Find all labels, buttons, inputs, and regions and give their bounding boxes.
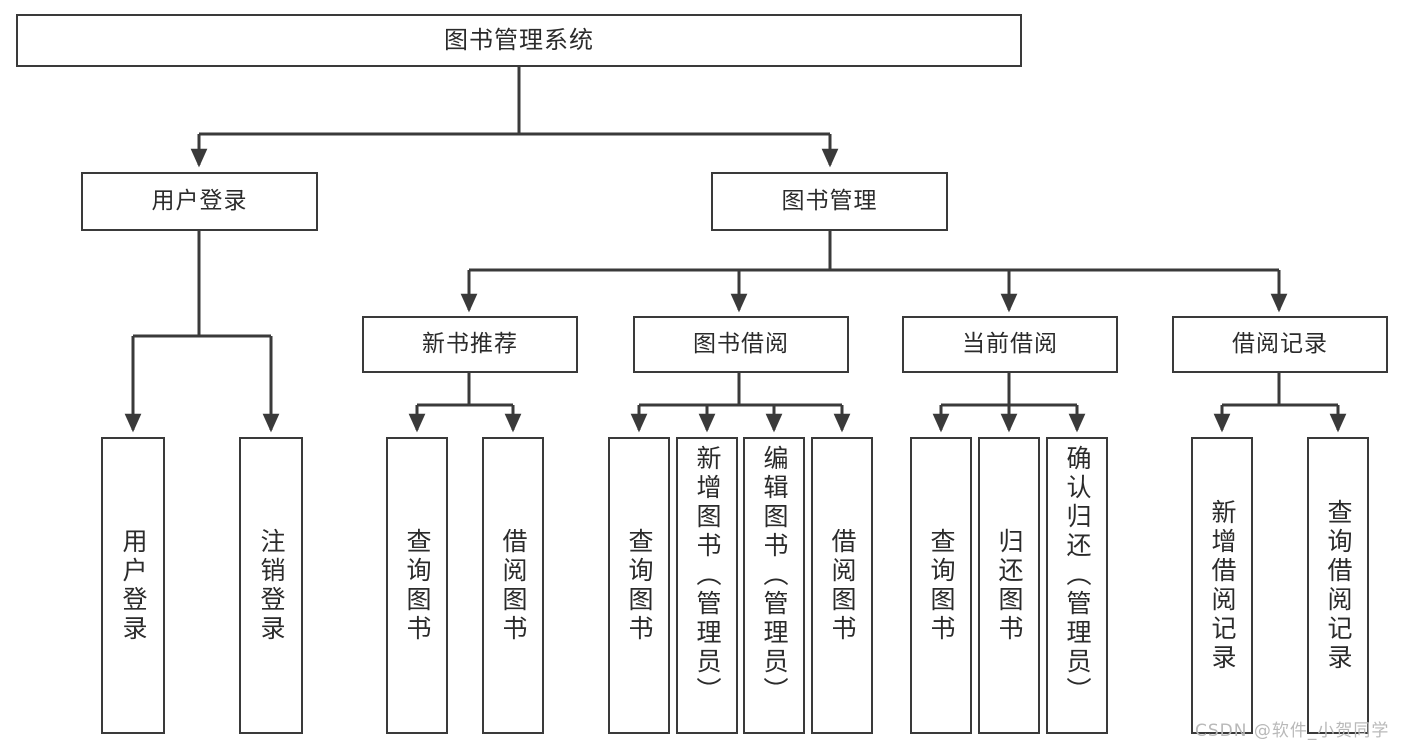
node-leaf-return-book-label: 归还图书 xyxy=(995,527,1024,644)
node-book-manage[interactable]: 图书管理 xyxy=(711,172,948,231)
node-new-book-rec-label: 新书推荐 xyxy=(422,330,518,357)
csdn-watermark: CSDN @软件_小贺同学 xyxy=(1195,721,1390,741)
node-new-book-rec[interactable]: 新书推荐 xyxy=(362,316,578,373)
node-leaf-query-book-3[interactable]: 查询图书 xyxy=(910,437,972,734)
node-leaf-logout-label: 注销登录 xyxy=(257,527,286,644)
node-leaf-query-book-2-label: 查询图书 xyxy=(625,527,654,644)
node-borrow-record[interactable]: 借阅记录 xyxy=(1172,316,1388,373)
node-leaf-borrow-book-1[interactable]: 借阅图书 xyxy=(482,437,544,734)
node-leaf-add-record-label: 新增借阅记录 xyxy=(1208,498,1237,673)
node-borrow-record-label: 借阅记录 xyxy=(1232,330,1328,357)
node-root[interactable]: 图书管理系统 xyxy=(16,14,1022,67)
node-leaf-edit-book-label: 编辑图书（管理员） xyxy=(760,445,789,706)
node-leaf-query-record[interactable]: 查询借阅记录 xyxy=(1307,437,1369,734)
node-book-borrow-label: 图书借阅 xyxy=(693,330,789,357)
node-leaf-borrow-book-2[interactable]: 借阅图书 xyxy=(811,437,873,734)
node-leaf-borrow-book-2-label: 借阅图书 xyxy=(828,527,857,644)
node-user-login[interactable]: 用户登录 xyxy=(81,172,318,231)
node-leaf-add-book-label: 新增图书（管理员） xyxy=(693,445,722,706)
node-leaf-add-record[interactable]: 新增借阅记录 xyxy=(1191,437,1253,734)
node-leaf-confirm-return-label: 确认归还（管理员） xyxy=(1063,445,1092,706)
node-leaf-query-book-1-label: 查询图书 xyxy=(403,527,432,644)
node-leaf-query-book-1[interactable]: 查询图书 xyxy=(386,437,448,734)
node-book-manage-label: 图书管理 xyxy=(781,187,878,214)
node-leaf-logout[interactable]: 注销登录 xyxy=(239,437,303,734)
node-leaf-confirm-return[interactable]: 确认归还（管理员） xyxy=(1046,437,1108,734)
node-user-login-label: 用户登录 xyxy=(151,187,248,214)
node-leaf-query-book-2[interactable]: 查询图书 xyxy=(608,437,670,734)
node-leaf-edit-book[interactable]: 编辑图书（管理员） xyxy=(743,437,805,734)
node-book-borrow[interactable]: 图书借阅 xyxy=(633,316,849,373)
node-leaf-user-login[interactable]: 用户登录 xyxy=(101,437,165,734)
node-current-borrow-label: 当前借阅 xyxy=(962,330,1058,357)
node-leaf-return-book[interactable]: 归还图书 xyxy=(978,437,1040,734)
node-root-label: 图书管理系统 xyxy=(444,26,594,55)
node-leaf-query-record-label: 查询借阅记录 xyxy=(1324,498,1353,673)
node-leaf-add-book[interactable]: 新增图书（管理员） xyxy=(676,437,738,734)
node-leaf-borrow-book-1-label: 借阅图书 xyxy=(499,527,528,644)
node-leaf-query-book-3-label: 查询图书 xyxy=(927,527,956,644)
node-current-borrow[interactable]: 当前借阅 xyxy=(902,316,1118,373)
node-leaf-user-login-label: 用户登录 xyxy=(119,527,148,644)
